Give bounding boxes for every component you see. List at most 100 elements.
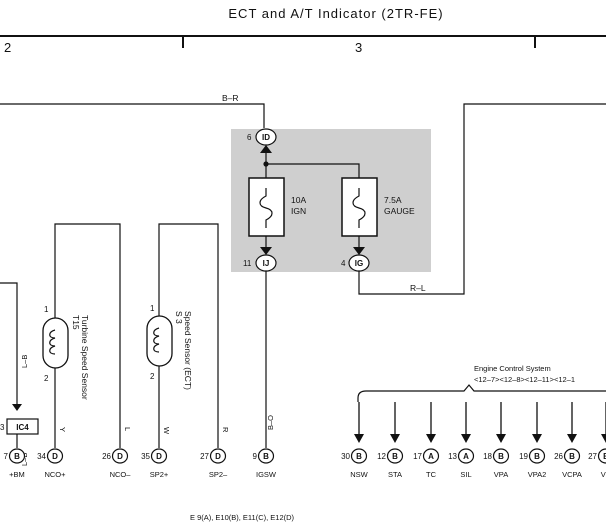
connector-circle — [528, 448, 546, 464]
arrow-icon — [426, 434, 436, 443]
arrow-icon — [354, 434, 364, 443]
pin-number: 27 — [588, 452, 597, 461]
terminal-name: VPA2 — [528, 470, 547, 479]
arrow-icon — [260, 145, 272, 153]
arrow-icon — [496, 434, 506, 443]
connector-circle — [457, 448, 475, 464]
pin-number: 26 — [102, 452, 111, 461]
ecu-refs: <12–7><12–8><12–11><12–1 — [474, 375, 575, 384]
pin-number: 3 — [0, 423, 5, 432]
connector-letter: D — [156, 452, 162, 461]
terminal-name: SP2+ — [150, 470, 169, 479]
fuse-rating: 7.5A — [384, 195, 402, 205]
terminal-connector: B7+BM — [4, 448, 26, 479]
connector-letter: D — [52, 452, 58, 461]
arrow-icon — [461, 434, 471, 443]
wire-color-label: R — [221, 427, 230, 433]
sensor-pin: 2 — [150, 372, 155, 381]
fuse-element-icon — [259, 188, 273, 228]
connector-letter: B — [14, 452, 20, 461]
wire-color-label: B–R — [222, 93, 239, 103]
arrow-icon — [12, 404, 22, 411]
terminal-name: VC — [601, 470, 606, 479]
ecu-bracket — [357, 384, 606, 402]
pin-number: 6 — [247, 133, 252, 142]
sensor-name: Turbine Speed Sensor — [80, 315, 90, 400]
wire-color-label: Y — [58, 427, 67, 432]
fuse-name: GAUGE — [384, 206, 415, 216]
terminal-name: +BM — [9, 470, 25, 479]
arrow-icon — [601, 434, 606, 443]
diagram-title: ECT and A/T Indicator (2TR-FE) — [228, 6, 443, 21]
connector-letter: D — [215, 452, 221, 461]
ecu-name: Engine Control System — [474, 364, 551, 373]
wire-color-label: W — [162, 427, 171, 435]
sensor-pin: 2 — [44, 374, 49, 383]
connector-letter: B — [392, 452, 398, 461]
pin-number: 11 — [243, 259, 252, 268]
terminal-name: IGSW — [256, 470, 277, 479]
terminal-name: NSW — [350, 470, 368, 479]
terminal-name: SIL — [460, 470, 471, 479]
pin-number: 12 — [377, 452, 386, 461]
pin-number: 34 — [37, 452, 46, 461]
wire-color-label: L–B — [20, 453, 29, 466]
connector-circle — [111, 448, 129, 464]
connector-label: IC4 — [16, 423, 29, 432]
terminal-name: NCO– — [110, 470, 132, 479]
connector-letter: B — [356, 452, 362, 461]
terminal-name: SP2– — [209, 470, 228, 479]
pin-number: 17 — [413, 452, 422, 461]
sensor-name: Speed Sensor (ECT) — [183, 311, 193, 390]
connector-circle — [46, 448, 64, 464]
connector-circle — [350, 448, 368, 464]
wire-color-label: L–B — [20, 355, 29, 368]
arrow-icon — [260, 247, 272, 255]
arrow-icon — [567, 434, 577, 443]
pin-number: 7 — [4, 452, 9, 461]
connector-circle — [597, 448, 606, 464]
pin-number: 9 — [253, 452, 258, 461]
connector-letter: A — [428, 452, 434, 461]
connector-circle — [150, 448, 168, 464]
connector-label: IJ — [263, 259, 270, 268]
fuse-rating: 10A — [291, 195, 306, 205]
internal-wire — [266, 163, 360, 180]
connector-ic4 — [6, 418, 39, 435]
turbine-speed-sensor — [42, 317, 69, 369]
arrow-icon — [390, 434, 400, 443]
sensor-pin: 1 — [44, 305, 49, 314]
connector-circle — [257, 448, 275, 464]
wire-color-label: L — [123, 427, 132, 431]
fuse-name: IGN — [291, 206, 306, 216]
pin-number: 4 — [341, 259, 346, 268]
connector-circle — [492, 448, 510, 464]
section-label: 2 — [4, 40, 11, 55]
sensor-wire — [158, 223, 219, 448]
wire-r-l — [358, 103, 606, 295]
terminal-name: STA — [388, 470, 402, 479]
connector-letter: A — [463, 452, 469, 461]
wire-b-r — [0, 103, 265, 128]
wire-color-label: R–L — [410, 283, 426, 293]
connector-label: ID — [262, 133, 270, 142]
terminal-connector: B27VC — [588, 402, 606, 479]
arrow-icon — [532, 434, 542, 443]
connector-label: IG — [355, 259, 363, 268]
pin-number: 18 — [483, 452, 492, 461]
connector-letter: D — [117, 452, 123, 461]
connector-circle — [563, 448, 581, 464]
